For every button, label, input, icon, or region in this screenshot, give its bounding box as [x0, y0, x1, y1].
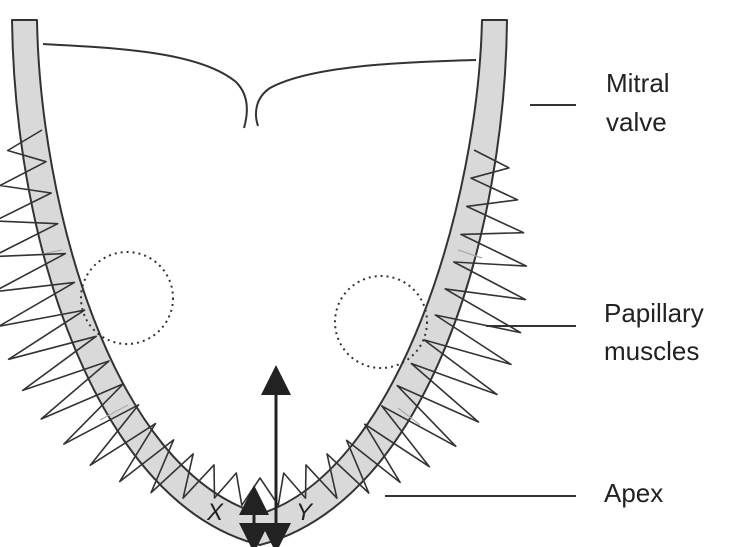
mitral-valve-label-line1: Mitral [606, 68, 670, 98]
mitral-valve-leaflet-right [256, 60, 476, 126]
mitral-valve-leaflet-left [43, 44, 247, 128]
papillary-muscle-left-circle [81, 252, 173, 344]
papillary-muscles-label-line2: muscles [604, 336, 699, 366]
papillary-muscle-right-circle [335, 276, 427, 368]
apex-label: Apex [604, 478, 663, 508]
y-measure-label: Y [296, 499, 314, 526]
x-measure-label: X [206, 499, 224, 526]
mitral-valve-label-line2: valve [606, 107, 667, 137]
papillary-muscles-label-line1: Papillary [604, 298, 704, 328]
